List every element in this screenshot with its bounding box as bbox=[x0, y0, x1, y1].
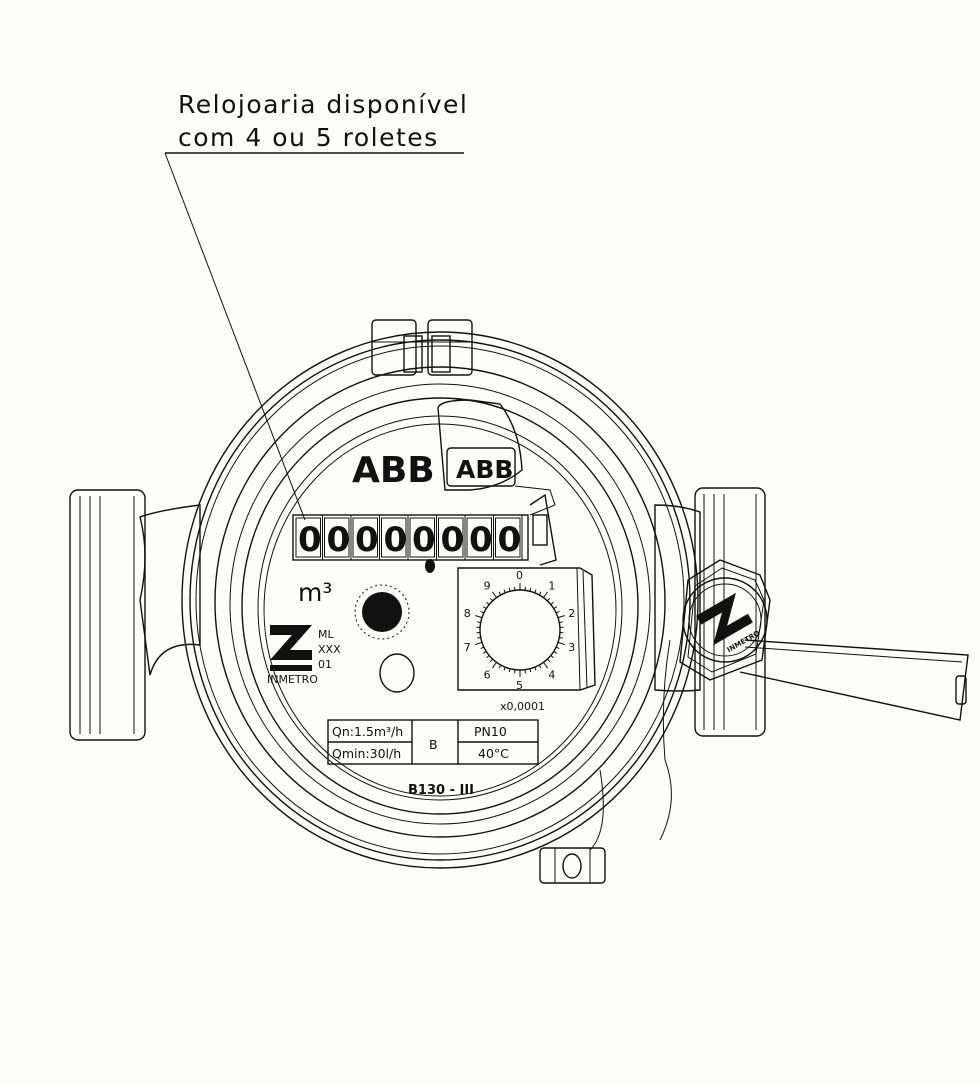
flow-indicator-knob bbox=[355, 585, 409, 639]
dial-tick bbox=[556, 647, 559, 648]
dial-tick bbox=[535, 590, 536, 593]
model-label: B130 - III bbox=[408, 783, 474, 798]
dial-number: 6 bbox=[484, 668, 491, 681]
dial-tick bbox=[559, 622, 562, 623]
spec-qn: Qn:1.5m³/h bbox=[332, 724, 403, 739]
inmetro-label: INMETRO bbox=[267, 673, 318, 686]
dial-tick bbox=[486, 655, 489, 657]
callout-line-1: Relojoaria disponível bbox=[178, 90, 468, 119]
dial-tick bbox=[535, 667, 536, 670]
counter-marker bbox=[533, 515, 547, 545]
counter-unit: m³ bbox=[298, 578, 332, 607]
dial-tick bbox=[499, 665, 501, 668]
dial-tick bbox=[544, 592, 548, 598]
counter-digit: 0 bbox=[498, 520, 522, 560]
seal-assembly: INMETRO bbox=[660, 560, 968, 840]
dial-tick bbox=[544, 662, 548, 668]
counter-pin bbox=[425, 559, 435, 573]
dial-number: 3 bbox=[568, 641, 575, 654]
dial-tick bbox=[539, 592, 541, 595]
dial-number: 2 bbox=[568, 607, 575, 620]
inmetro-logo-icon bbox=[270, 625, 312, 660]
counter-digit: 0 bbox=[384, 520, 408, 560]
spec-table: Qn:1.5m³/h Qmin:30l/h B PN10 40°C bbox=[328, 720, 538, 764]
dial-panel: 0 1 2 3 4 5 6 7 8 9 x0,0001 bbox=[458, 568, 595, 713]
dial-tick bbox=[558, 615, 565, 617]
dial-tick bbox=[504, 590, 505, 593]
dial-tick bbox=[504, 667, 505, 670]
dial-number: 0 bbox=[516, 569, 523, 582]
dial-tick bbox=[477, 622, 480, 623]
dial-tick bbox=[558, 642, 565, 644]
serial-code: 01 bbox=[318, 658, 332, 671]
dial-number: 7 bbox=[464, 641, 471, 654]
spec-class: B bbox=[429, 737, 438, 752]
dial-tick bbox=[481, 647, 484, 648]
dial-number: 9 bbox=[484, 580, 491, 593]
dial-tick bbox=[475, 615, 482, 617]
dial-number: 1 bbox=[548, 580, 555, 593]
dial-tick bbox=[551, 602, 554, 604]
dial-number: 4 bbox=[548, 668, 555, 681]
left-connector bbox=[70, 490, 200, 740]
counter-digit: 0 bbox=[412, 520, 436, 560]
dial-tick bbox=[547, 598, 549, 601]
viewing-hole bbox=[380, 654, 414, 692]
callout-leader-line bbox=[165, 153, 305, 520]
spec-qmin: Qmin:30l/h bbox=[332, 746, 401, 761]
counter-digit: 0 bbox=[298, 520, 322, 560]
dial-tick bbox=[556, 611, 559, 612]
xxx-code: XXX bbox=[318, 643, 341, 656]
abb-logo: ABB bbox=[352, 450, 435, 491]
counter-digit: 0 bbox=[469, 520, 493, 560]
dial-tick bbox=[490, 598, 492, 601]
dial-tick bbox=[554, 651, 557, 653]
dial-tick bbox=[492, 592, 496, 598]
dial-tick bbox=[483, 607, 486, 609]
dial-tick bbox=[477, 637, 480, 638]
dial-tick bbox=[499, 592, 501, 595]
spec-temperature: 40°C bbox=[478, 746, 509, 761]
dial-multiplier: x0,0001 bbox=[500, 700, 545, 713]
dial-tick bbox=[483, 651, 486, 653]
counter-digit: 0 bbox=[355, 520, 379, 560]
abb-cover-logo: ABB bbox=[456, 455, 513, 484]
inmetro-block: INMETRO ML XXX 01 bbox=[267, 625, 341, 686]
dial-tick bbox=[492, 662, 496, 668]
counter-digit: 0 bbox=[327, 520, 351, 560]
dial-tick bbox=[481, 611, 484, 612]
callout-line-2: com 4 ou 5 roletes bbox=[178, 123, 439, 152]
dial-tick bbox=[559, 637, 562, 638]
counter-digit: 0 bbox=[441, 520, 465, 560]
lid-hinge bbox=[372, 320, 472, 375]
ml-code: ML bbox=[318, 628, 334, 641]
dial-tick bbox=[554, 607, 557, 609]
dial-ticks bbox=[475, 583, 564, 677]
dial-tick bbox=[551, 655, 554, 657]
dial-number: 5 bbox=[516, 679, 523, 692]
dial-tick bbox=[490, 659, 492, 662]
dial-tick bbox=[475, 642, 482, 644]
dial-tick bbox=[539, 665, 541, 668]
dial-face bbox=[480, 590, 560, 670]
dial-tick bbox=[547, 659, 549, 662]
dial-number: 8 bbox=[464, 607, 471, 620]
spec-pressure: PN10 bbox=[474, 724, 507, 739]
dial-tick bbox=[486, 602, 489, 604]
